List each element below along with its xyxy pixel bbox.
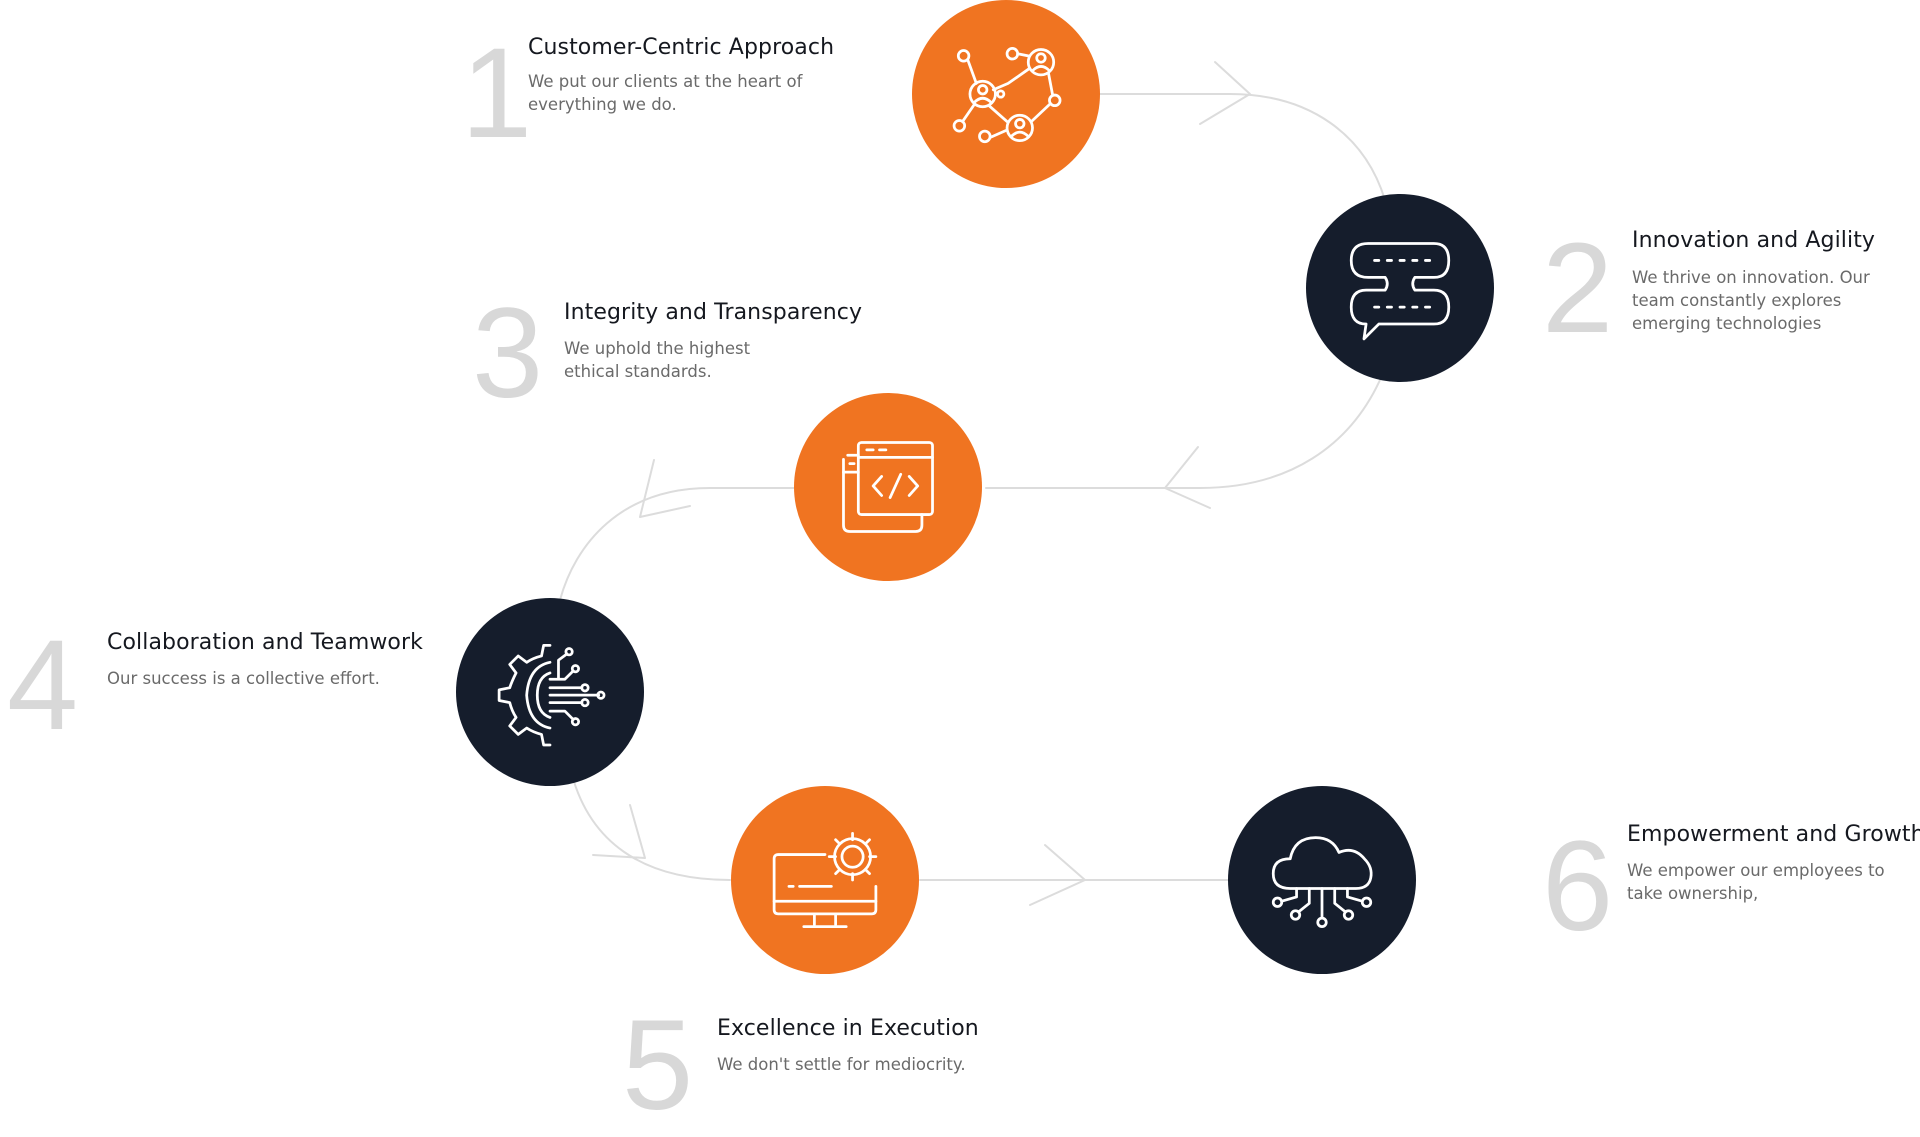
step-2-circle <box>1306 194 1494 382</box>
step-3-number: 3 <box>472 282 544 425</box>
step-4-number: 4 <box>7 614 79 757</box>
step-5-circle <box>731 786 919 974</box>
step-6-description: We empower our employees to take ownersh… <box>1627 861 1885 903</box>
connector-2-3 <box>985 379 1381 489</box>
step-1-description: We put our clients at the heart of every… <box>528 72 803 114</box>
flow-path <box>559 61 1386 906</box>
people-network-icon <box>952 47 1062 144</box>
step-2-description: We thrive on innovation. Our team consta… <box>1632 268 1870 333</box>
step-3-description: We uphold the highest ethical standards. <box>564 339 751 381</box>
step-6-number: 6 <box>1542 815 1614 958</box>
arrow-2-3 <box>1164 446 1211 509</box>
step-4-description: Our success is a collective effort. <box>107 669 380 688</box>
step-5-description: We don't settle for mediocrity. <box>717 1055 966 1074</box>
arrow-3-4 <box>639 459 691 518</box>
cloud-network-icon <box>1271 836 1373 929</box>
step-4-title: Collaboration and Teamwork <box>107 630 423 655</box>
step-1-circle <box>912 0 1100 188</box>
step-3-title: Integrity and Transparency <box>564 300 863 325</box>
step-3-circle <box>794 393 982 581</box>
connector-3-4 <box>559 487 796 601</box>
arrow-1-2 <box>1199 61 1251 125</box>
step-5-number: 5 <box>622 994 694 1137</box>
step-5-title: Excellence in Execution <box>717 1016 979 1041</box>
step-6-circle <box>1228 786 1416 974</box>
step-1-title: Customer-Centric Approach <box>528 35 835 60</box>
chat-server-icon <box>1349 242 1451 341</box>
step-4-circle <box>456 598 644 786</box>
code-window-icon <box>842 441 934 533</box>
step-2-number: 2 <box>1542 217 1614 360</box>
step-6-title: Empowerment and Growth <box>1627 822 1920 847</box>
arrow-4-5 <box>592 804 646 859</box>
connector-1-2 <box>1099 93 1386 201</box>
process-diagram: 1 Customer-Centric Approach We put our c… <box>7 0 1920 1130</box>
gear-circuit-icon <box>497 643 606 747</box>
arrow-5-6 <box>1029 844 1086 906</box>
connector-4-5 <box>571 774 731 881</box>
monitor-gear-icon <box>772 831 878 929</box>
step-1-number: 1 <box>461 22 533 165</box>
step-2-title: Innovation and Agility <box>1632 228 1876 253</box>
